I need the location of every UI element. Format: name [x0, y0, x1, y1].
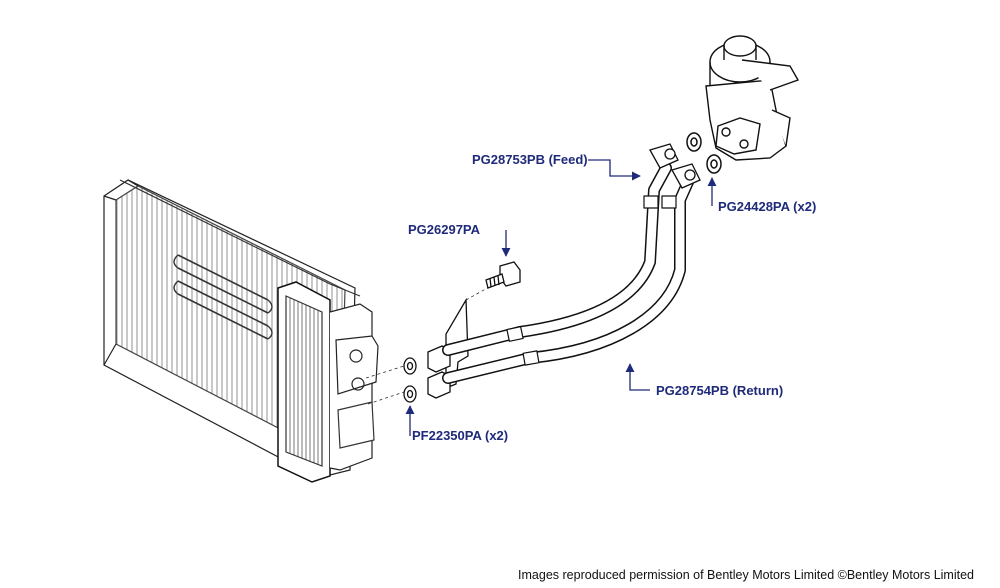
leader-lines: [405, 159, 717, 436]
label-o-ring-seal: PG24428PA (x2): [718, 199, 817, 214]
steering-pump: [705, 35, 800, 161]
label-washer: PF22350PA (x2): [412, 428, 509, 443]
sealing-washers-lower: [403, 357, 417, 403]
radiator: [103, 179, 379, 483]
label-feed-pipe: PG28753PB (Feed): [472, 152, 588, 167]
pump-fittings: [649, 143, 701, 189]
feed-pipe: [442, 162, 672, 356]
o-ring-seals: [686, 132, 722, 174]
bolt: [485, 261, 521, 289]
label-bolt: PG26297PA: [408, 222, 481, 237]
label-return-pipe: PG28754PB (Return): [656, 383, 784, 398]
copyright-credit: Images reproduced permission of Bentley …: [518, 568, 974, 582]
return-pipe: [442, 176, 694, 384]
